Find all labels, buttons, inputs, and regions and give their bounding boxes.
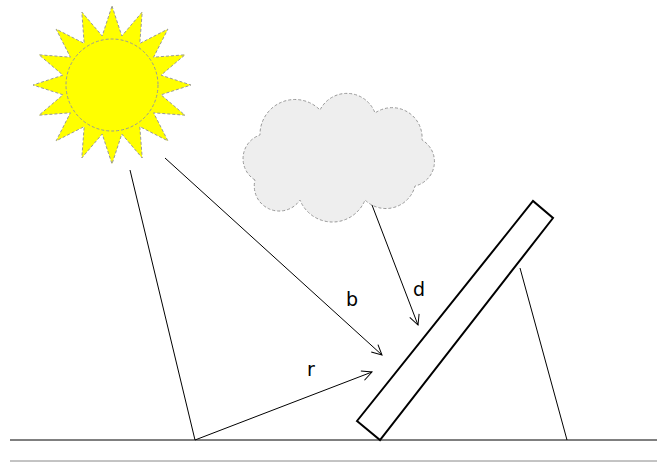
sun-disc [66, 39, 158, 131]
beam-arrow [165, 158, 382, 355]
ground-edge [10, 461, 657, 462]
solar-panel [357, 201, 553, 440]
irradiance-label: r [307, 360, 315, 379]
panel-support [520, 268, 567, 440]
ground-line [10, 440, 657, 441]
irradiance-label: b [346, 290, 358, 309]
reflected-arrow [130, 170, 372, 440]
irradiance-label: d [413, 280, 425, 299]
diffuse-arrow [372, 205, 418, 325]
cloud [243, 93, 434, 222]
sun-rays [33, 6, 191, 164]
